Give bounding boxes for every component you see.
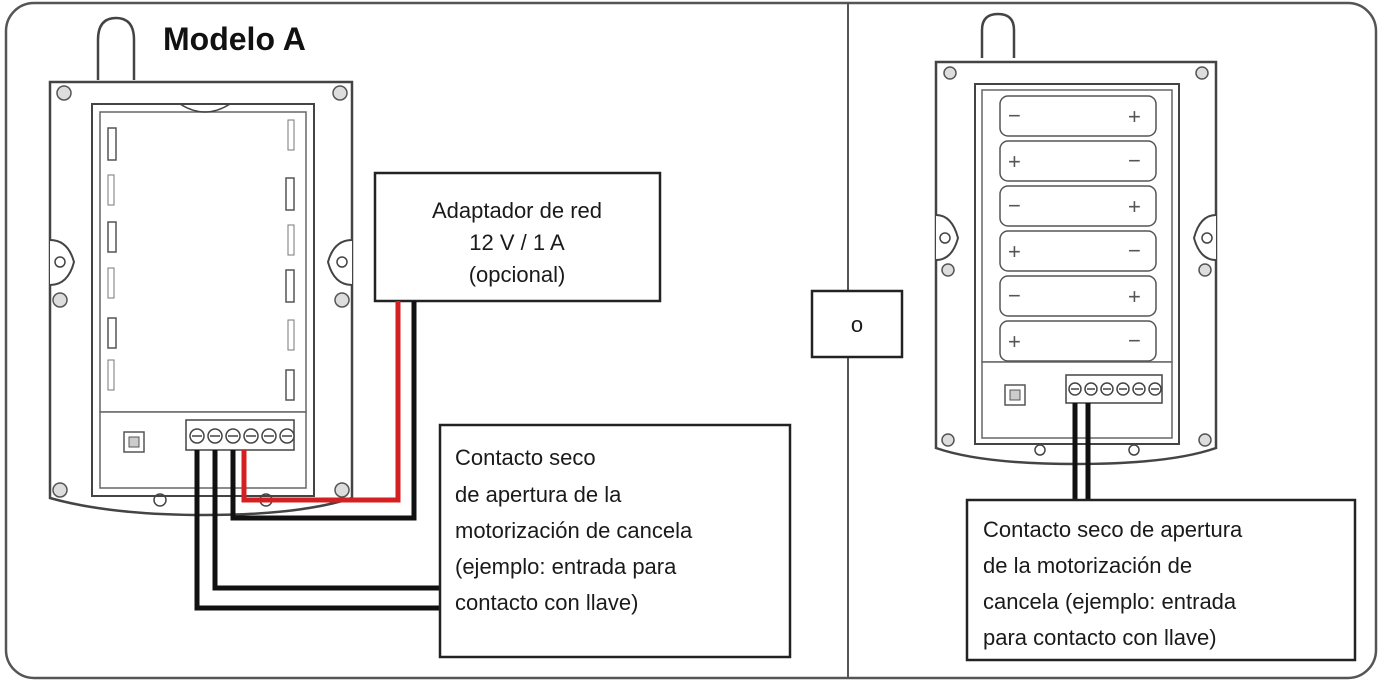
screw-icon xyxy=(1198,263,1212,277)
screw-icon xyxy=(52,482,68,498)
model-title: Modelo A xyxy=(163,21,306,57)
screw-icon xyxy=(1195,66,1209,80)
contact-box-right xyxy=(965,498,1357,662)
minus-sign: − xyxy=(1008,193,1021,218)
adapter-line-3: (opcional) xyxy=(469,262,566,287)
battery-pack: − + + − − + + − − + + − xyxy=(999,95,1157,362)
plus-sign: + xyxy=(1128,284,1141,309)
contact-right-line-3: cancela (ejemplo: entrada xyxy=(983,589,1237,614)
screw-icon xyxy=(56,85,72,101)
device-model-b: − + + − − + + − − + + − xyxy=(934,12,1218,466)
contact-right-line-2: de la motorización de xyxy=(983,553,1192,578)
wire-red xyxy=(241,301,401,503)
adapter-box xyxy=(373,171,662,303)
contact-left-line-5: contacto con llave) xyxy=(455,590,638,615)
screw-icon xyxy=(334,482,350,498)
antenna-icon xyxy=(96,16,136,80)
wire-contact xyxy=(194,450,440,611)
wire-contact-right xyxy=(1072,403,1091,500)
battery xyxy=(999,95,1157,137)
plus-sign: + xyxy=(1008,239,1021,264)
contact-left-line-1: Contacto seco xyxy=(455,445,596,470)
device-model-a xyxy=(48,16,354,517)
minus-sign: − xyxy=(1008,103,1021,128)
minus-sign: − xyxy=(1128,238,1141,263)
screw-icon xyxy=(943,66,957,80)
screw-icon xyxy=(332,85,348,101)
battery xyxy=(999,320,1157,362)
battery xyxy=(999,230,1157,272)
contact-right-line-4: para contacto con llave) xyxy=(983,625,1217,650)
screw-icon xyxy=(1198,433,1212,447)
plus-sign: + xyxy=(1128,104,1141,129)
minus-sign: − xyxy=(1008,283,1021,308)
contact-box-left xyxy=(438,423,792,659)
screw-icon xyxy=(52,292,68,308)
screw-icon xyxy=(334,292,350,308)
battery xyxy=(999,275,1157,317)
plus-sign: + xyxy=(1128,194,1141,219)
contact-left-line-4: (ejemplo: entrada para xyxy=(455,554,677,579)
adapter-line-1: Adaptador de red xyxy=(432,198,602,223)
screw-icon xyxy=(941,263,955,277)
battery xyxy=(999,140,1157,182)
plus-sign: + xyxy=(1008,149,1021,174)
outer-frame xyxy=(4,1,1378,680)
battery xyxy=(999,185,1157,227)
wire-black-adapter xyxy=(230,301,417,521)
minus-sign: − xyxy=(1128,148,1141,173)
antenna-icon xyxy=(980,12,1016,58)
screw-icon xyxy=(941,433,955,447)
plus-sign: + xyxy=(1008,329,1021,354)
adapter-line-2: 12 V / 1 A xyxy=(469,230,565,255)
or-label: o xyxy=(851,312,863,337)
minus-sign: − xyxy=(1128,328,1141,353)
contact-left-line-2: de apertura de la xyxy=(455,482,622,507)
terminal-block xyxy=(1065,374,1163,404)
or-box xyxy=(810,289,904,359)
contact-left-line-3: motorización de cancela xyxy=(455,518,693,543)
contact-right-line-1: Contacto seco de apertura xyxy=(983,517,1243,542)
